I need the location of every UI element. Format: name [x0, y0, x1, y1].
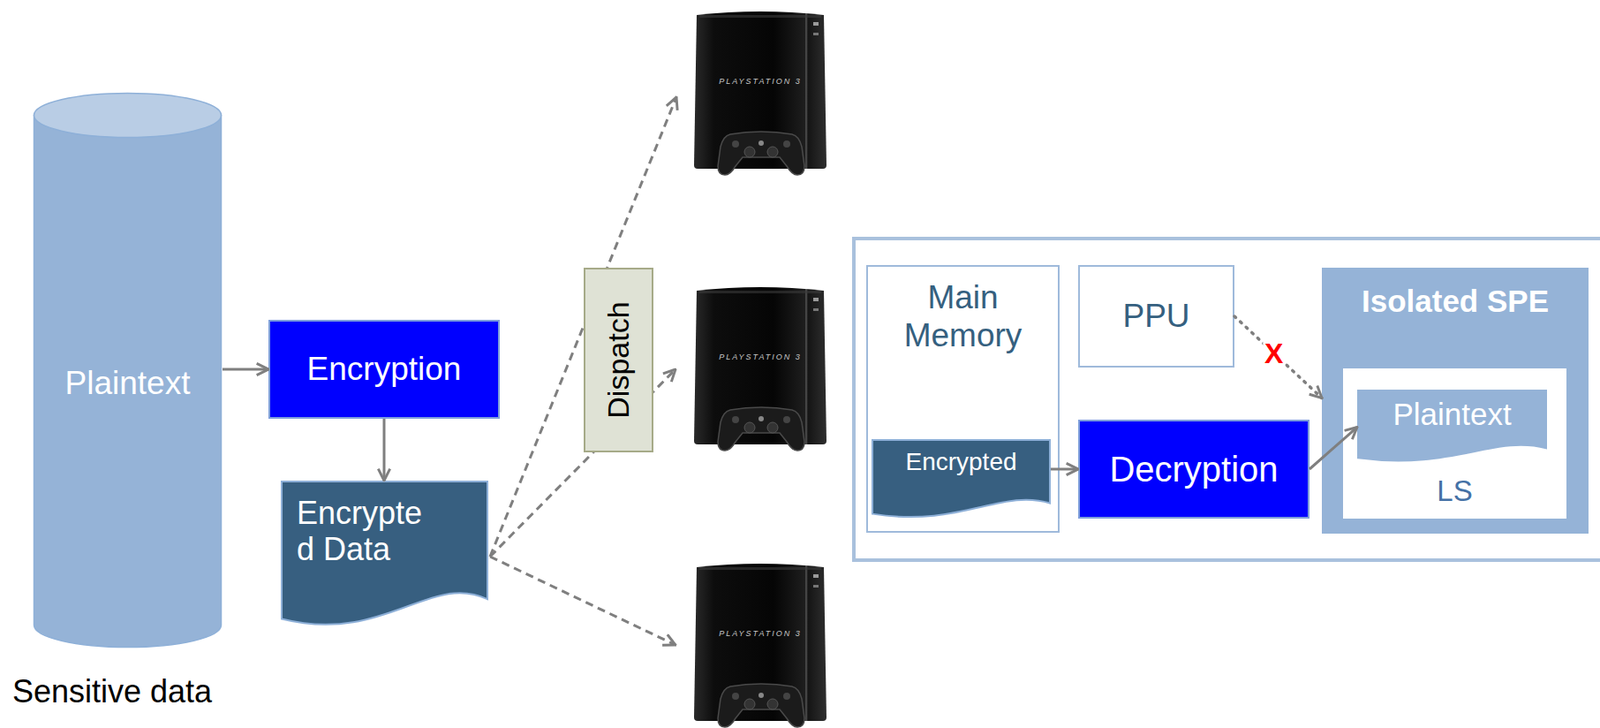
arrow-connector	[1309, 427, 1358, 470]
arrow-connector	[1234, 316, 1322, 398]
cylinder-body	[34, 115, 222, 648]
caption-label: Sensitive data	[12, 672, 212, 710]
isolated-spe-box: Isolated SPE LS Plaintext	[1321, 267, 1589, 534]
arrow-connector	[222, 368, 269, 371]
document-body	[1358, 390, 1547, 461]
storage-cylinder: Plaintext	[32, 91, 223, 649]
label-slot: PLAYSTATION 3	[718, 628, 802, 638]
node-label: Plaintext	[1392, 396, 1511, 432]
console-logo: PLAYSTATION 3	[718, 628, 802, 638]
arrow-connector	[383, 418, 386, 481]
console-logo: PLAYSTATION 3	[718, 352, 802, 362]
console-picture	[694, 563, 827, 727]
label-slot: PLAYSTATION 3	[718, 352, 802, 362]
document-body	[281, 481, 488, 625]
process-box: Decryption	[1078, 419, 1310, 519]
label-slot: PLAYSTATION 3	[718, 76, 802, 86]
cylinder-top	[34, 93, 222, 138]
local-store-box: LS Plaintext	[1343, 368, 1567, 519]
dispatch-line	[490, 556, 676, 645]
document-shape: Plaintext	[1357, 389, 1548, 465]
node-label: PPU	[1122, 297, 1190, 336]
node-label: Dispatch	[601, 301, 636, 418]
console-logo: PLAYSTATION 3	[718, 76, 802, 86]
node-label: Main Memory	[879, 279, 1048, 355]
memory-box: Main MemoryEncrypted	[866, 264, 1060, 533]
console-picture	[694, 286, 827, 451]
node-label: Encrypte d Data	[296, 494, 435, 568]
node-label: Decryption	[1109, 448, 1278, 490]
node-label: Encryption	[307, 350, 462, 389]
document-shape: Encrypte d Data	[280, 480, 489, 633]
dispatch-line	[490, 97, 677, 557]
edge-label-slot: X	[1262, 339, 1285, 368]
node-label: Plaintext	[65, 364, 191, 403]
console-picture	[694, 11, 827, 175]
label-slot: Sensitive data	[12, 672, 212, 710]
process-box: Encryption	[268, 319, 500, 419]
document-shape: Encrypted	[871, 438, 1051, 521]
node-label: LS	[1436, 474, 1472, 508]
arrow-connector	[1050, 467, 1079, 471]
node-label: Isolated SPE	[1361, 283, 1549, 319]
node-label: Encrypted	[905, 447, 1017, 476]
dispatch-box: Dispatch	[583, 267, 654, 453]
edge-label: X	[1262, 339, 1285, 368]
document-body	[872, 439, 1050, 517]
processor-box: PPU	[1078, 264, 1235, 368]
